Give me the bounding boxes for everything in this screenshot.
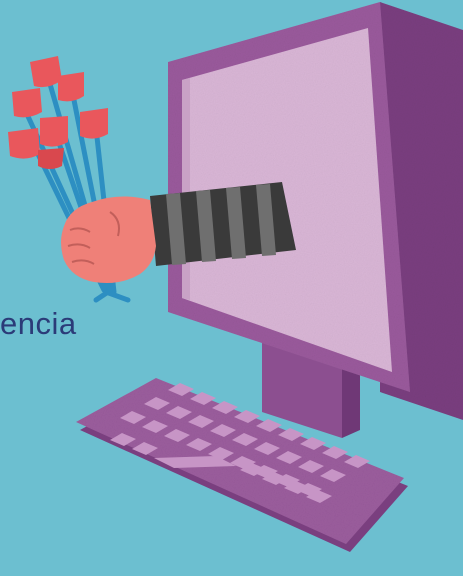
keyboard-keys: [110, 383, 370, 503]
computer-monitor-icon: [168, 2, 463, 420]
caption-text: encia: [0, 306, 77, 341]
keyboard-icon: [76, 378, 408, 552]
hand-icon: [61, 196, 156, 283]
flower-bouquet-icon: [8, 56, 108, 169]
striped-sleeve: [150, 182, 296, 266]
